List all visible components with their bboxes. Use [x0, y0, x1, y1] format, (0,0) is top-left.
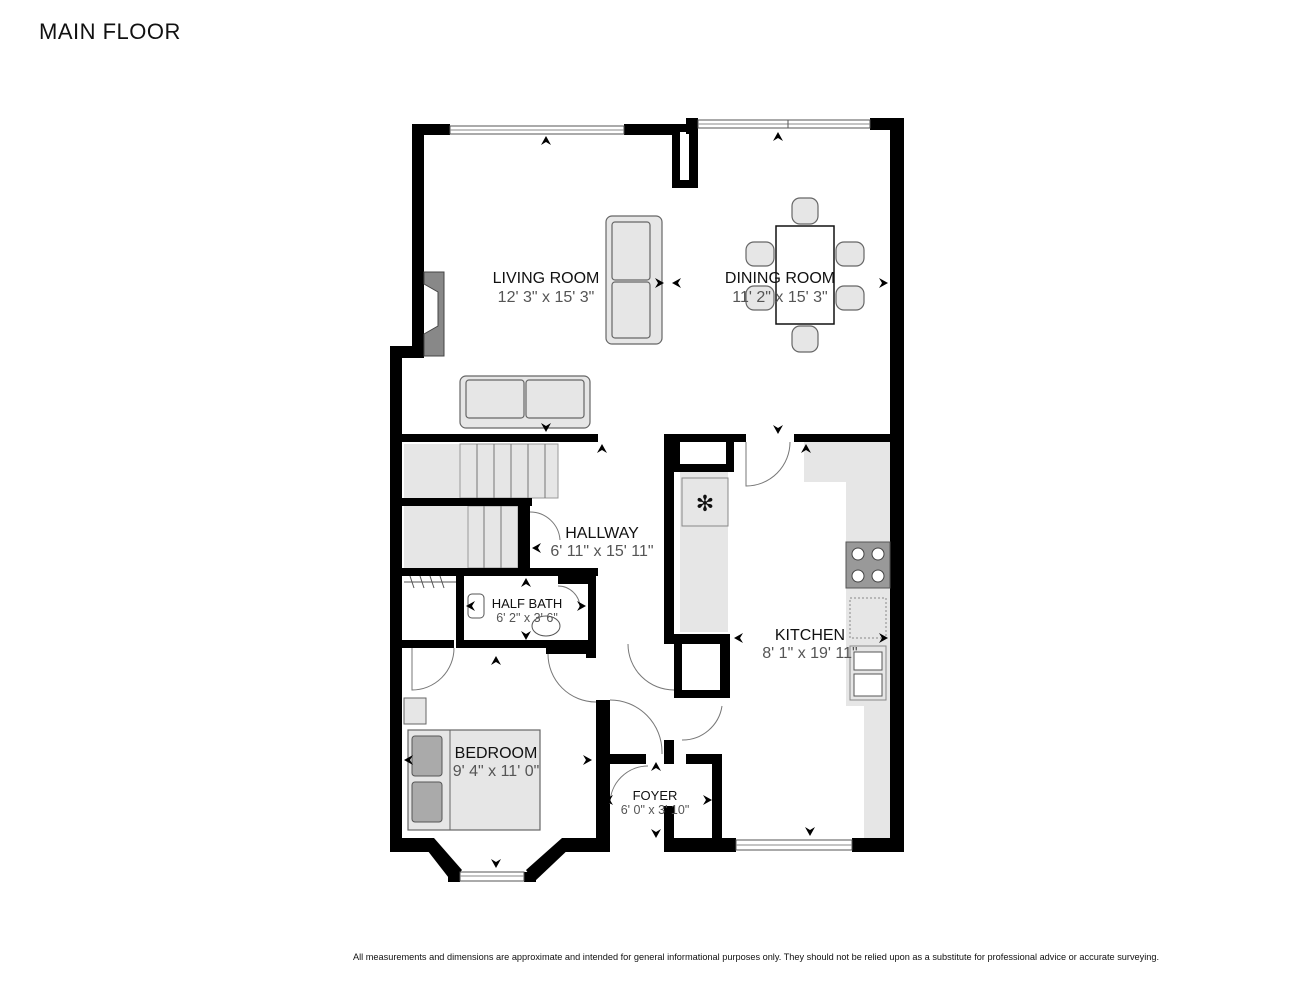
room-label-bedroom: BEDROOM 9' 4" x 11' 0": [453, 745, 540, 780]
room-label-living: LIVING ROOM 12' 3" x 15' 3": [493, 270, 600, 306]
living-room-sofa-horizontal: [459, 375, 591, 429]
room-name-dining: DINING ROOM: [725, 270, 835, 287]
stove: [845, 541, 891, 589]
room-label-dining: DINING ROOM 11' 2" x 15' 3": [725, 270, 835, 306]
room-name-half-bath: HALF BATH: [492, 596, 563, 611]
walls: [390, 118, 904, 882]
kitchen-sink: [849, 645, 887, 701]
room-label-foyer: FOYER 6' 0" x 3' 10": [621, 788, 690, 817]
room-label-hallway: HALLWAY 6' 11" x 15' 11": [550, 525, 653, 560]
refrigerator: ✻: [681, 477, 729, 527]
bed: [407, 729, 541, 831]
closet-rod: [404, 575, 456, 589]
room-name-foyer: FOYER: [633, 788, 678, 803]
fireplace: [423, 271, 445, 357]
room-label-kitchen: KITCHEN 8' 1" x 19' 11": [762, 627, 857, 662]
disclaimer-text: All measurements and dimensions are appr…: [353, 952, 1160, 962]
measurement-arrows: [404, 132, 888, 868]
dining-table: [745, 197, 865, 353]
svg-text:✻: ✻: [696, 491, 714, 516]
windows: [449, 119, 871, 882]
room-dims-half-bath: 6' 2" x 3' 6": [496, 611, 558, 625]
room-dims-living: 12' 3" x 15' 3": [498, 289, 595, 306]
room-dims-bedroom: 9' 4" x 11' 0": [453, 763, 540, 780]
doors: [411, 441, 791, 805]
living-room-sofa-vertical: [605, 215, 663, 345]
room-dims-foyer: 6' 0" x 3' 10": [621, 803, 690, 817]
room-name-bedroom: BEDROOM: [455, 745, 538, 762]
room-dims-dining: 11' 2" x 15' 3": [732, 289, 827, 306]
staircase: [404, 443, 559, 569]
room-name-hallway: HALLWAY: [565, 525, 639, 542]
room-dims-hallway: 6' 11" x 15' 11": [550, 543, 653, 560]
room-name-living: LIVING ROOM: [493, 270, 600, 287]
room-dims-kitchen: 8' 1" x 19' 11": [762, 645, 857, 662]
nightstand: [403, 697, 427, 725]
room-name-kitchen: KITCHEN: [775, 627, 845, 644]
room-label-half-bath: HALF BATH 6' 2" x 3' 6": [492, 596, 563, 625]
floor-title: MAIN FLOOR: [39, 19, 181, 44]
dishwasher: [849, 597, 887, 639]
